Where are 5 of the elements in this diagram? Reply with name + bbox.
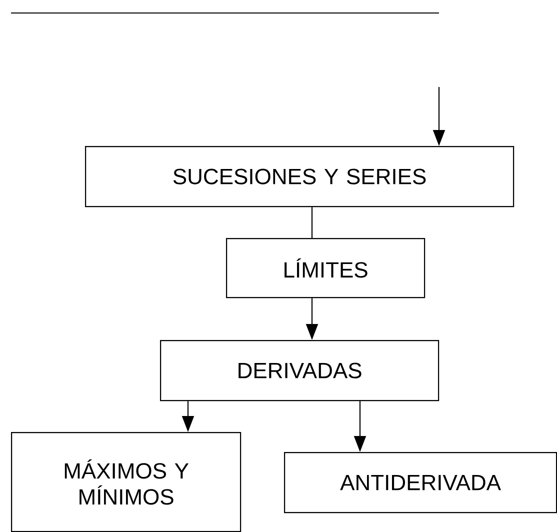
- process-box: DERIVADAS: [160, 340, 440, 402]
- process-box: ANTIDERIVADA: [284, 452, 557, 514]
- process-box: SUCESIONES Y SERIES: [85, 146, 514, 208]
- process-box: MÁXIMOS Y MÍNIMOS: [11, 432, 242, 532]
- process-box: LÍMITES: [226, 238, 426, 298]
